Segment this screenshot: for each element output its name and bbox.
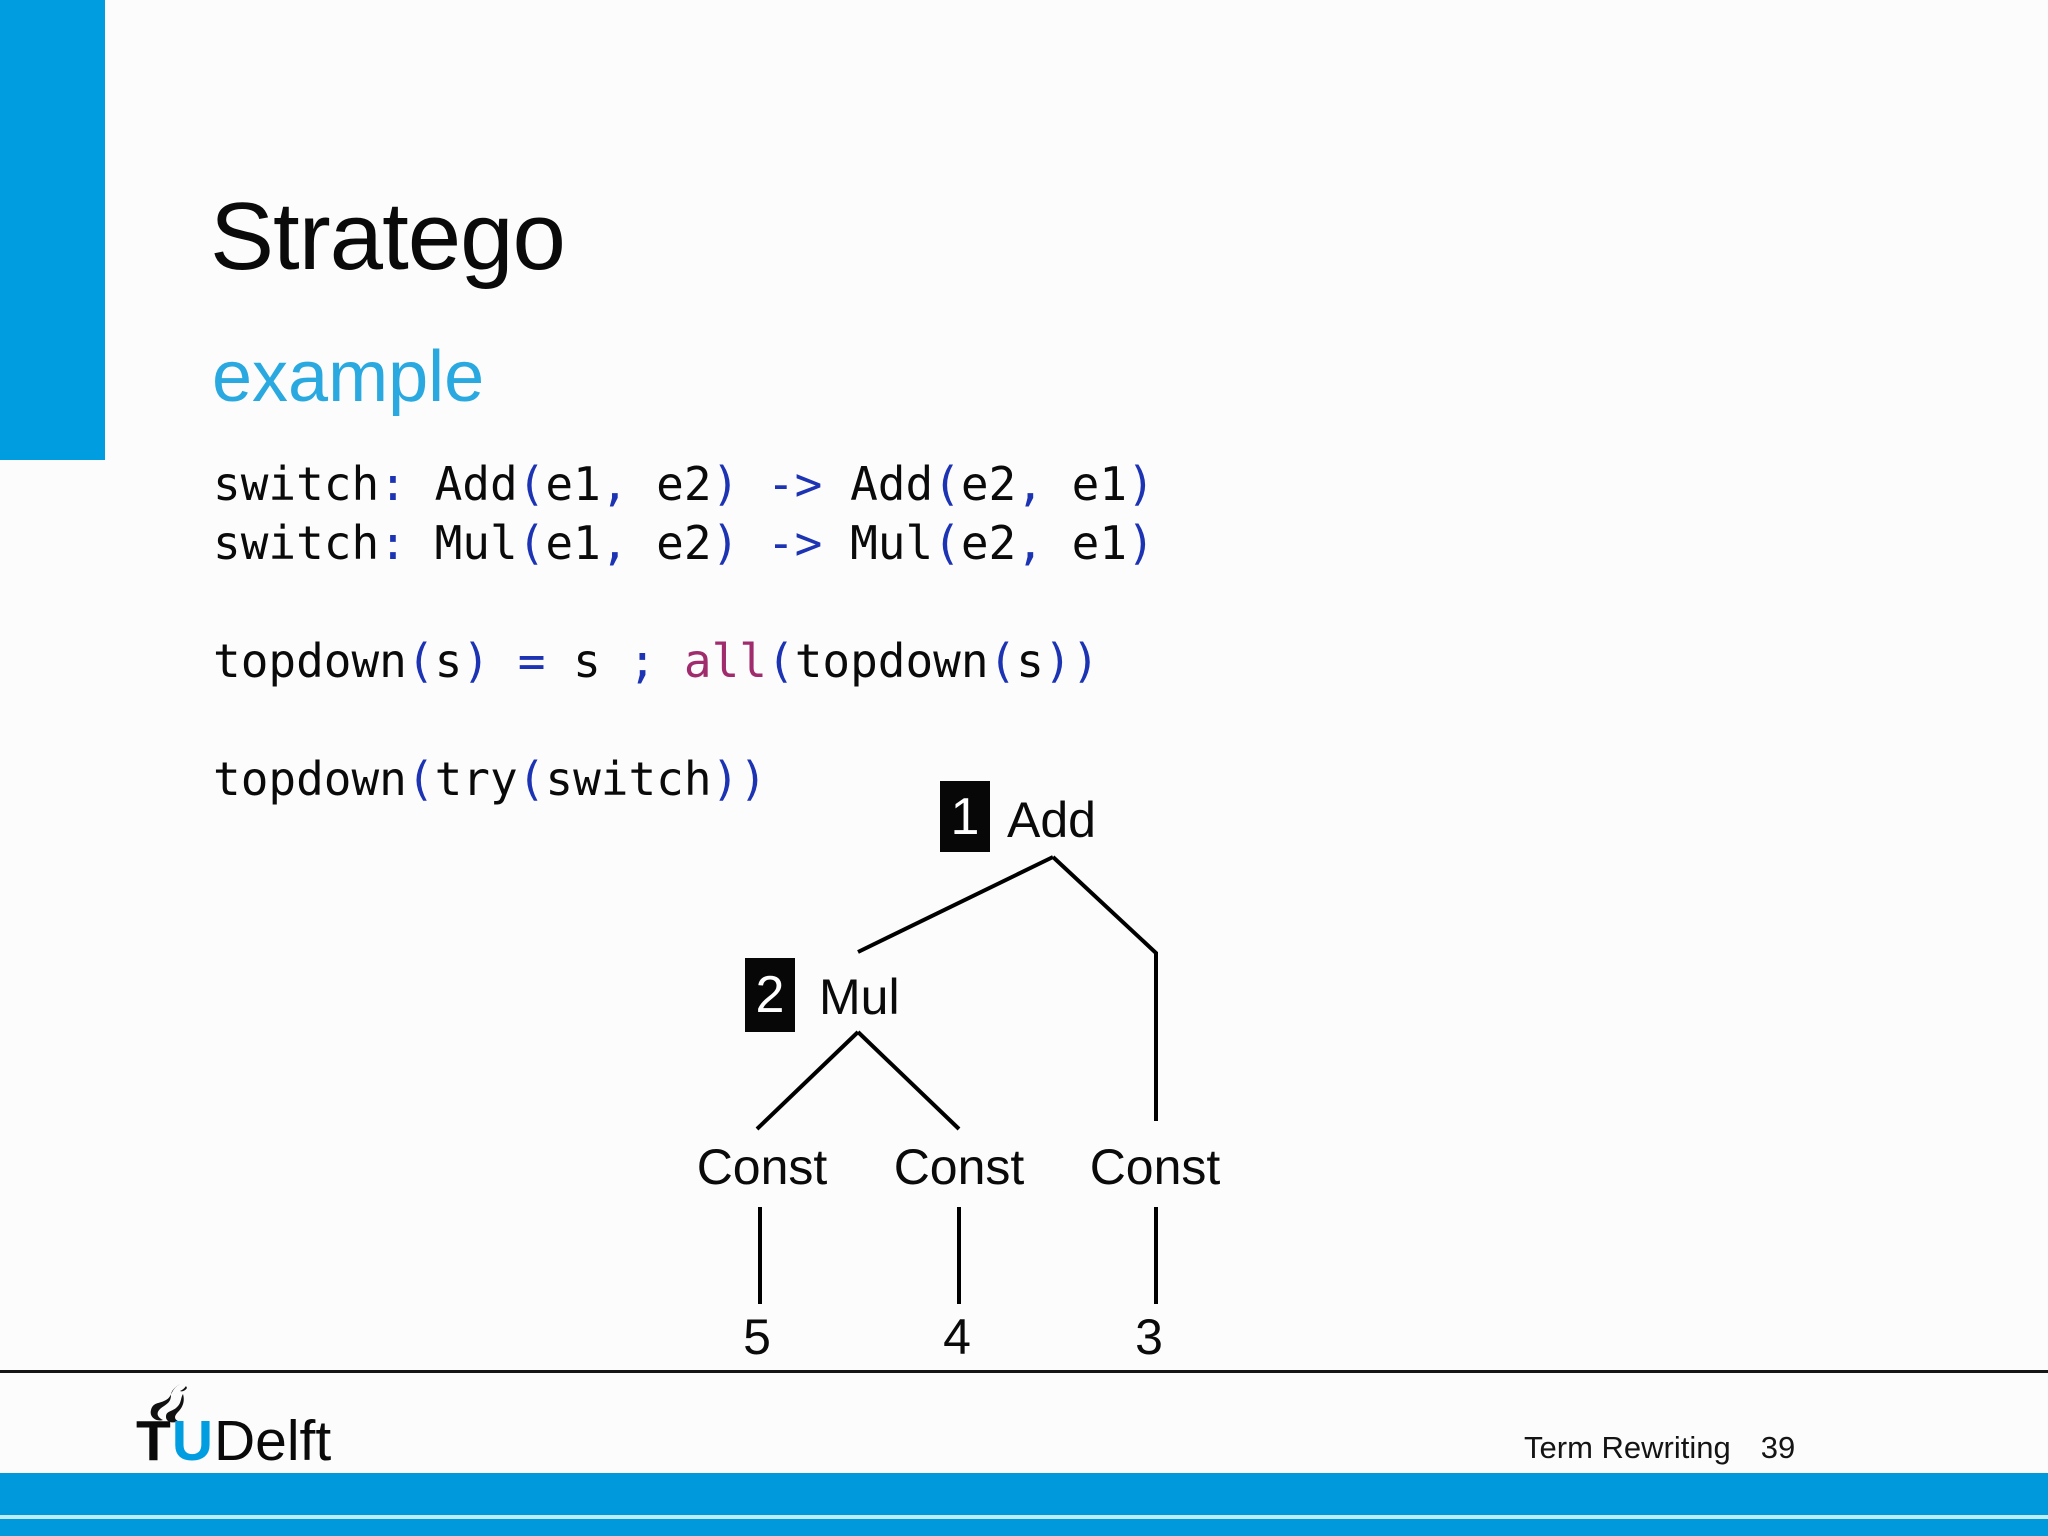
- code-token: switch: [545, 752, 712, 806]
- tree-leaf-value-3: 3: [1135, 1309, 1163, 1365]
- code-token: switch: [213, 516, 380, 570]
- tree-node-add: Add: [1007, 792, 1096, 848]
- code-token: e1: [1071, 516, 1128, 570]
- code-token: [1044, 457, 1072, 511]
- tree-node-const-2: Const: [893, 1139, 1025, 1195]
- code-token: e1: [545, 516, 601, 570]
- code-token: topdown: [794, 634, 989, 688]
- code-token: e2: [656, 516, 712, 570]
- code-token: [739, 457, 767, 511]
- tudelft-logo: TUDelft: [128, 1382, 388, 1473]
- footer-band-top: [0, 1473, 2048, 1515]
- code-token: s: [434, 634, 463, 688]
- code-token: topdown: [213, 634, 407, 688]
- code-token: [545, 634, 573, 688]
- code-token: (: [517, 457, 546, 511]
- code-token: :: [379, 457, 407, 511]
- code-token: Add: [434, 457, 518, 511]
- code-token: (: [406, 752, 435, 806]
- code-token: (: [406, 634, 435, 688]
- code-token: [407, 457, 435, 511]
- code-token: e1: [545, 457, 601, 511]
- code-token: [1044, 516, 1072, 570]
- code-token: (: [988, 634, 1017, 688]
- code-block: switch: Add(e1, e2) -> Add(e2, e1) switc…: [213, 455, 1155, 809]
- code-token: e2: [960, 457, 1017, 511]
- tree-node-badge-1: 1: [940, 781, 990, 852]
- code-token: ,: [1016, 457, 1044, 511]
- code-token: [739, 516, 767, 570]
- tree-node-badge-2: 2: [745, 958, 795, 1032]
- tudelft-logo-text: TUDelft: [136, 1408, 331, 1474]
- code-token: [822, 516, 850, 570]
- code-token: (: [933, 516, 961, 570]
- footer-band-bottom: [0, 1519, 2048, 1536]
- code-token: =: [517, 634, 546, 688]
- tudelft-flame-icon: [150, 1384, 187, 1423]
- code-token: (: [933, 457, 961, 511]
- code-token: all: [683, 634, 767, 688]
- code-token: [601, 634, 629, 688]
- code-token: [656, 634, 684, 688]
- code-token: e2: [960, 516, 1017, 570]
- code-token: Add: [850, 457, 934, 511]
- code-token: (: [517, 752, 546, 806]
- code-token: s: [573, 634, 601, 688]
- edge-mul-const1: [755, 1030, 860, 1131]
- code-token: ->: [766, 516, 823, 570]
- code-token: ->: [766, 457, 823, 511]
- page-number: 39: [1760, 1430, 1796, 1465]
- edge-add-mul: [857, 855, 1054, 954]
- code-token: ;: [628, 634, 657, 688]
- code-token: ): [711, 457, 740, 511]
- tree-node-mul: Mul: [819, 969, 900, 1025]
- code-token: (: [517, 516, 546, 570]
- code-token: try: [434, 752, 518, 806]
- edge-add-const3: [1051, 855, 1158, 1121]
- code-token: e1: [1071, 457, 1128, 511]
- accent-bar: [0, 0, 105, 460]
- code-token: ,: [600, 516, 629, 570]
- tree-node-const-3: Const: [1089, 1139, 1221, 1195]
- tree-leaf-value-1: 5: [743, 1309, 771, 1365]
- logo-u: U: [171, 1409, 214, 1473]
- code-token: [628, 516, 656, 570]
- code-token: )): [1043, 634, 1100, 688]
- code-token: ): [462, 634, 490, 688]
- code-token: ): [711, 516, 740, 570]
- code-token: ,: [600, 457, 629, 511]
- code-token: :: [379, 516, 407, 570]
- tree-leaf-value-2: 4: [943, 1309, 971, 1365]
- code-token: ): [1127, 516, 1155, 570]
- code-token: ): [1127, 457, 1155, 511]
- logo-delft: Delft: [214, 1409, 332, 1473]
- footer-divider: [0, 1370, 2048, 1373]
- page-title: Stratego: [210, 183, 566, 291]
- edge-mul-const2: [856, 1030, 961, 1131]
- course-title: Term Rewriting: [1524, 1430, 1731, 1465]
- code-token: e2: [656, 457, 712, 511]
- logo-t: T: [136, 1409, 172, 1473]
- tree-node-const-1: Const: [696, 1139, 828, 1195]
- code-token: switch: [213, 457, 380, 511]
- footer-band-separator: [0, 1515, 2048, 1519]
- code-token: topdown: [213, 752, 407, 806]
- code-token: s: [1016, 634, 1044, 688]
- code-token: [822, 457, 850, 511]
- code-token: [628, 457, 656, 511]
- code-token: )): [711, 752, 767, 806]
- footer-meta: Term Rewriting 39: [1524, 1430, 1795, 1466]
- code-token: Mul: [850, 516, 934, 570]
- code-token: Mul: [434, 516, 518, 570]
- code-token: (: [767, 634, 795, 688]
- code-token: ,: [1016, 516, 1044, 570]
- page-subtitle: example: [212, 336, 485, 417]
- code-token: [407, 516, 435, 570]
- code-token: [490, 634, 518, 688]
